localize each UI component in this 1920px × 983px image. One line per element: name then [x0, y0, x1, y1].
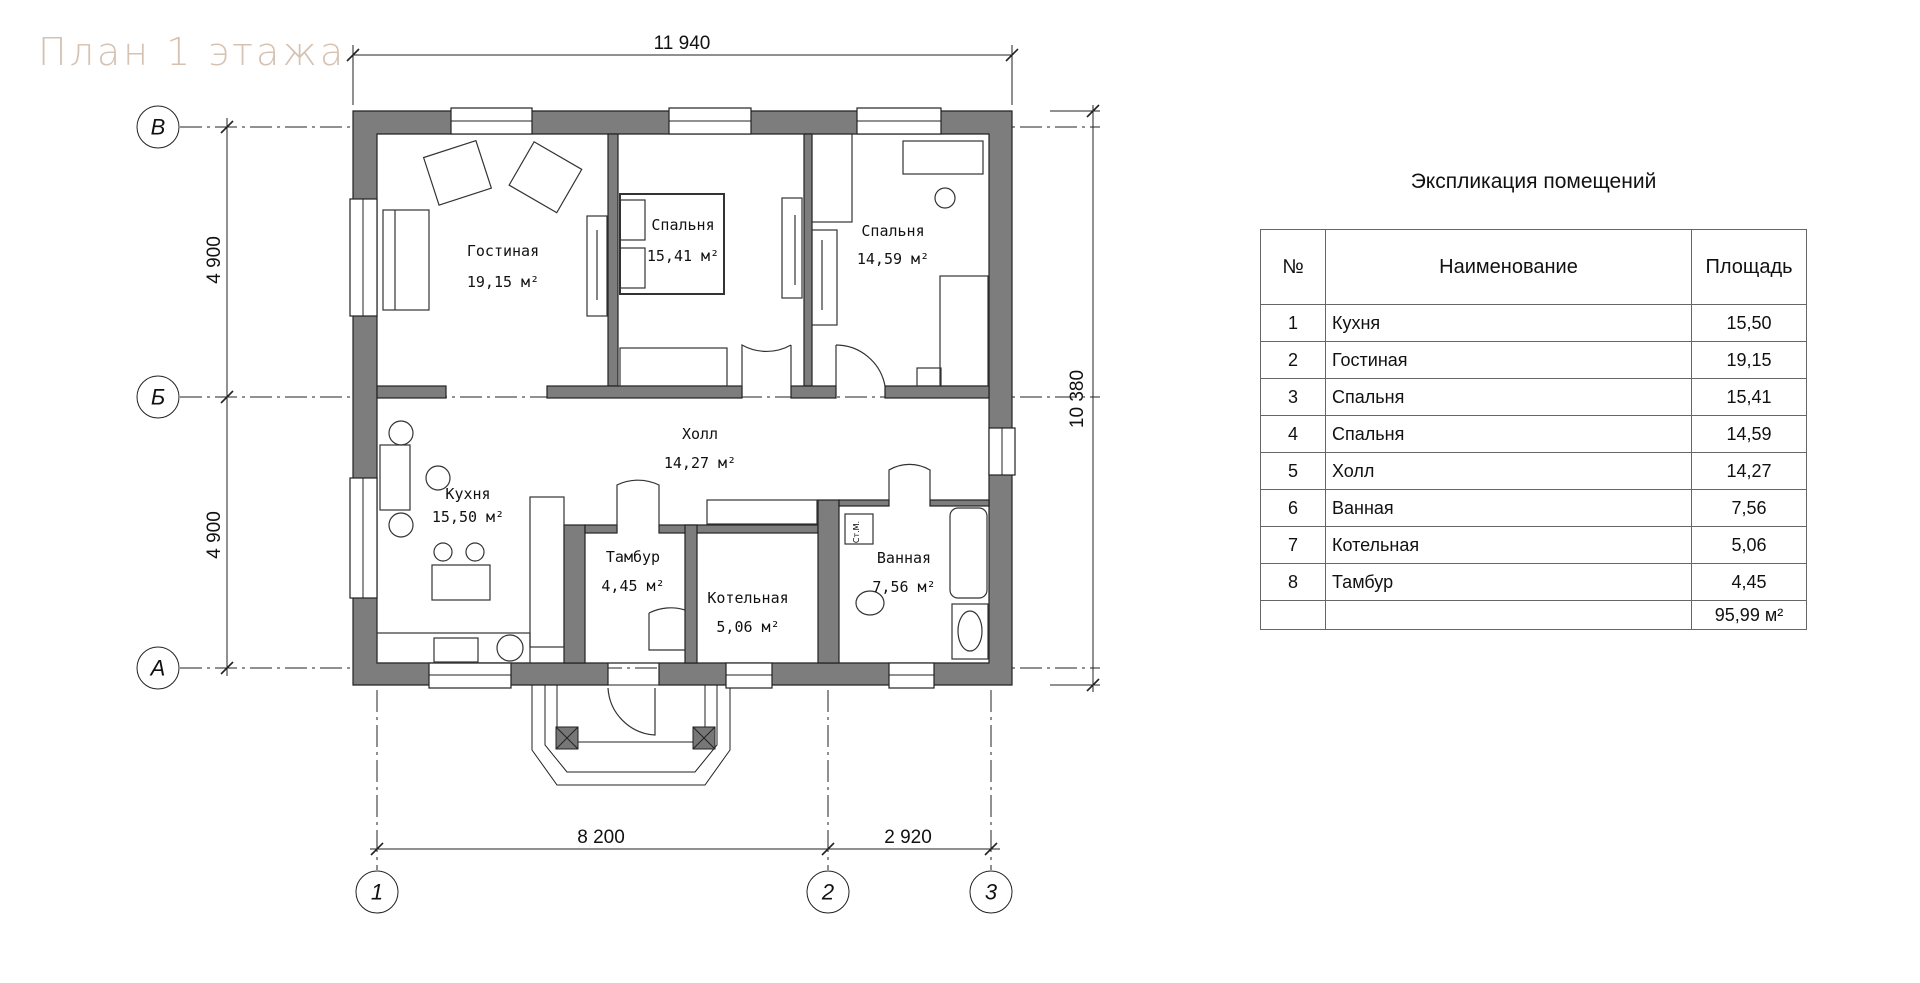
axis-label-2: 2 [821, 880, 834, 905]
row-number: 4 [1260, 415, 1326, 453]
axis-label-b: Б [151, 385, 165, 410]
dim-overall-width: 11 940 [654, 33, 711, 54]
row-area: 19,15 [1691, 341, 1807, 379]
row-number: 1 [1260, 304, 1326, 342]
doors [607, 343, 931, 736]
axis-label-1: 1 [371, 880, 383, 905]
row-area: 4,45 [1691, 563, 1807, 601]
room-labels: Гостиная 19,15 м² Спальня 15,41 м² Спаль… [432, 216, 936, 636]
row-number: 3 [1260, 378, 1326, 416]
table-header-row: № Наименование Площадь [1260, 229, 1807, 305]
row-name: Котельная [1325, 526, 1692, 564]
room-bath-name: Ванная [877, 549, 931, 567]
row-name: Кухня [1325, 304, 1692, 342]
room-living-area: 19,15 м² [467, 273, 539, 291]
room-hall-name: Холл [682, 425, 718, 443]
row-name: Тамбур [1325, 563, 1692, 601]
dim-bottom-right: 2 920 [884, 827, 932, 848]
row-name: Спальня [1325, 378, 1692, 416]
room-bedroom1-area: 15,41 м² [647, 247, 719, 265]
room-bath-area: 7,56 м² [872, 578, 935, 596]
room-vestibule-name: Тамбур [606, 548, 660, 566]
room-bedroom2-area: 14,59 м² [857, 250, 929, 268]
header-number: № [1260, 229, 1326, 305]
axis-label-v: В [151, 115, 166, 140]
room-living-name: Гостиная [467, 242, 539, 260]
dim-left-lower: 4 900 [204, 511, 225, 559]
row-area: 5,06 [1691, 526, 1807, 564]
axis-label-3: 3 [985, 880, 998, 905]
row-number: 7 [1260, 526, 1326, 564]
washer-label: Ст.М. [852, 521, 861, 543]
dimension-lines [220, 45, 1100, 856]
plan-title: План 1 этажа [38, 30, 347, 74]
windows [349, 107, 1016, 689]
room-bedroom2-name: Спальня [861, 222, 924, 240]
dim-overall-depth: 10 380 [1067, 370, 1088, 428]
room-boiler-name: Котельная [707, 589, 788, 607]
row-area: 7,56 [1691, 489, 1807, 527]
walls [352, 110, 1013, 686]
row-name: Холл [1325, 452, 1692, 490]
row-name: Гостиная [1325, 341, 1692, 379]
row-name: Ванная [1325, 489, 1692, 527]
total-area: 95,99 м² [1691, 600, 1807, 630]
row-number: 5 [1260, 452, 1326, 490]
furniture [376, 133, 989, 664]
room-bedroom1-name: Спальня [651, 216, 714, 234]
room-boiler-area: 5,06 м² [716, 618, 779, 636]
room-kitchen-name: Кухня [445, 485, 490, 503]
porch [531, 684, 731, 786]
row-number: 8 [1260, 563, 1326, 601]
dim-left-upper: 4 900 [204, 236, 225, 284]
axis-markers: В Б А 1 2 3 [136, 105, 1013, 914]
row-number: 6 [1260, 489, 1326, 527]
table-total-row: 95,99 м² [1260, 600, 1807, 630]
header-name: Наименование [1325, 229, 1692, 305]
dim-bottom-left: 8 200 [577, 827, 625, 848]
room-hall-area: 14,27 м² [664, 454, 736, 472]
room-vestibule-area: 4,45 м² [601, 577, 664, 595]
row-name: Спальня [1325, 415, 1692, 453]
row-area: 14,59 [1691, 415, 1807, 453]
row-number: 2 [1260, 341, 1326, 379]
room-kitchen-area: 15,50 м² [432, 508, 504, 526]
row-area: 15,41 [1691, 378, 1807, 416]
row-area: 14,27 [1691, 452, 1807, 490]
explication-title: Экспликация помещений [1410, 170, 1657, 193]
row-area: 15,50 [1691, 304, 1807, 342]
header-area: Площадь [1691, 229, 1807, 305]
axis-label-a: А [149, 656, 166, 681]
